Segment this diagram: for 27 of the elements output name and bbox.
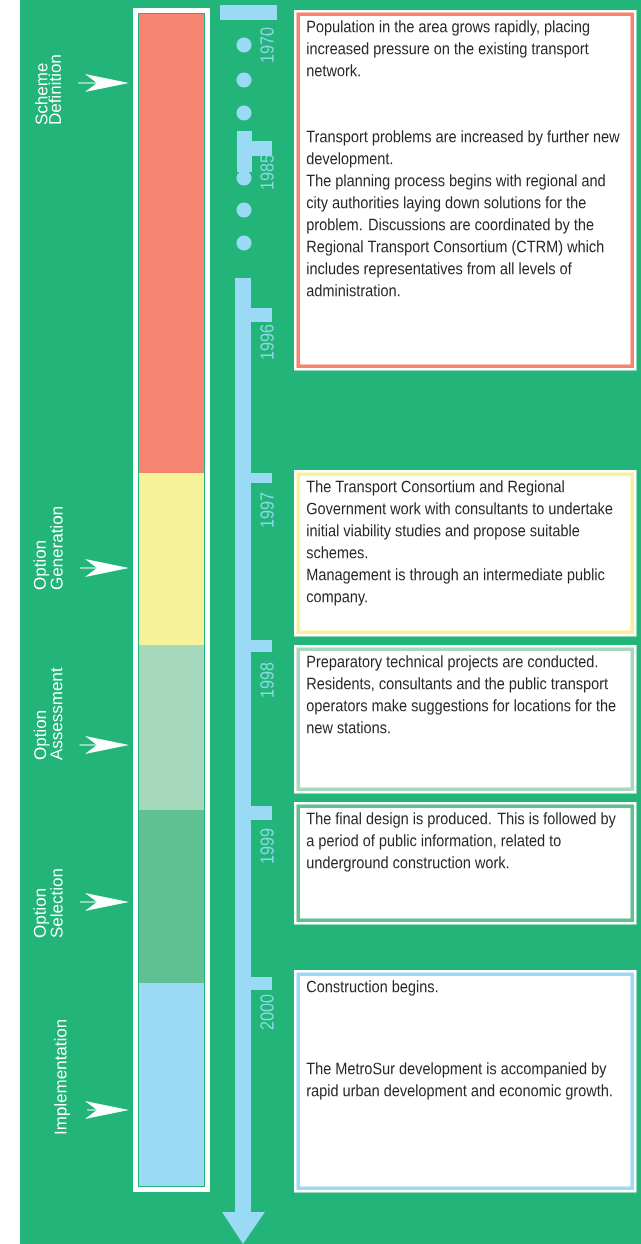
phase-label: Option Assessment — [33, 667, 63, 760]
year-label: 1997 — [260, 492, 274, 527]
text-box: Population in the area grows rapidly, placing increased pressure on the existing transport network. Transport problems are increased by further new development. The planning process begins with regional and city authorities laying down solutions for the problem. Discussions are coordinated by the Regional Transport Consortium (CTRM) which includes representatives from all levels of administration. — [294, 10, 637, 371]
year-label: 1998 — [260, 662, 274, 697]
phase-bar — [139, 983, 204, 1186]
phase-bar — [139, 645, 204, 810]
phase-bar — [139, 14, 204, 473]
text-box: Preparatory technical projects are conducted. Residents, consultants and the public transport operators make suggestions for locations for the new stations. — [294, 645, 637, 794]
year-label: 1970 — [260, 27, 274, 62]
chevron-arrow — [79, 559, 127, 577]
chevron-arrow — [86, 1101, 127, 1119]
year-label: 1996 — [260, 324, 274, 359]
phase-label: Scheme Definition — [35, 55, 61, 125]
phase-label: Option Selection — [33, 869, 63, 938]
phase-label: Option Generation — [33, 507, 63, 590]
chevron-arrow — [79, 893, 127, 911]
chevron-arrow — [79, 736, 127, 754]
text-box: The final design is produced. This is followed by a period of public information, related to underground construction work. — [294, 802, 637, 925]
year-label: 1999 — [260, 828, 274, 863]
year-label: 2000 — [260, 994, 274, 1030]
phase-label: Implementation — [54, 1019, 70, 1134]
text-box: The Transport Consortium and Regional Government work with consultants to undertake initial viability studies and propose suitable schemes. Management is through an intermediate public company. — [294, 470, 637, 637]
phase-bar — [139, 810, 204, 983]
text-box: Construction begins. The MetroSur development is accompanied by rapid urban development and economic growth. — [294, 970, 637, 1193]
chevron-arrow — [77, 74, 127, 92]
year-label: 1985 — [260, 154, 274, 189]
phase-bar — [139, 473, 204, 645]
